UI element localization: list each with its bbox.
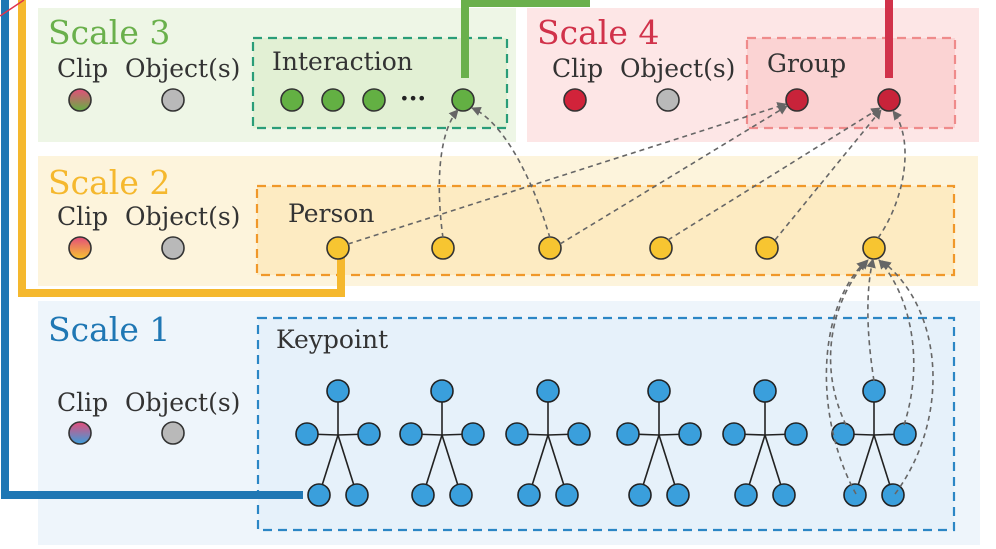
scale-4-objects-label: Object(s) bbox=[620, 54, 736, 83]
keypoint-skeleton bbox=[616, 379, 702, 507]
scale-1-objects-label: Object(s) bbox=[125, 388, 241, 417]
interaction-node bbox=[451, 88, 475, 112]
keypoint-node bbox=[307, 483, 331, 507]
keypoint-node bbox=[345, 483, 369, 507]
scale-1-clip-label: Clip bbox=[57, 388, 109, 417]
interaction-ellipsis: ··· bbox=[400, 84, 427, 113]
group-node bbox=[877, 88, 901, 112]
arrow-keypoint-to-person bbox=[866, 258, 876, 382]
scale-4-object-node bbox=[656, 88, 680, 112]
arrow-keypoint-to-person bbox=[825, 260, 867, 495]
scale-3-title: Scale 3 bbox=[48, 13, 171, 52]
person-node bbox=[862, 236, 886, 260]
scale-3-objects-label: Object(s) bbox=[125, 54, 241, 83]
scale-1-connector bbox=[1, 0, 303, 499]
scale-1-title: Scale 1 bbox=[48, 310, 171, 349]
scale-connectors bbox=[0, 0, 893, 499]
interaction-node bbox=[362, 88, 386, 112]
scale-2-clip-label: Clip bbox=[57, 202, 109, 231]
arrow-person-to-interaction bbox=[471, 107, 551, 239]
dashed-arrows bbox=[347, 102, 934, 495]
person-node bbox=[431, 236, 455, 260]
scale-3-connector bbox=[461, 0, 590, 78]
keypoint-node bbox=[517, 483, 541, 507]
keypoint-node bbox=[734, 483, 758, 507]
interaction-node bbox=[280, 88, 304, 112]
keypoint-node bbox=[449, 483, 473, 507]
keypoint-node bbox=[722, 422, 746, 446]
scale-3-clip-node bbox=[68, 88, 92, 112]
keypoint-node bbox=[555, 483, 579, 507]
arrow-person-to-group bbox=[667, 107, 881, 241]
keypoint-node bbox=[893, 422, 917, 446]
keypoint-node bbox=[784, 422, 808, 446]
arrow-keypoint-to-person bbox=[881, 260, 934, 495]
keypoint-skeleton bbox=[399, 379, 485, 507]
keypoint-node bbox=[411, 483, 435, 507]
keypoint-node bbox=[616, 422, 640, 446]
scale-2-object-node bbox=[161, 236, 185, 260]
person-node bbox=[326, 236, 350, 260]
scale-4-clip-node bbox=[563, 88, 587, 112]
group-label: Group bbox=[767, 49, 847, 78]
scale-2-title: Scale 2 bbox=[48, 163, 171, 202]
keypoint-label: Keypoint bbox=[276, 325, 389, 354]
keypoint-node bbox=[647, 379, 671, 403]
keypoint-node bbox=[881, 483, 905, 507]
arrow-person-to-group bbox=[347, 102, 787, 245]
keypoint-node bbox=[678, 422, 702, 446]
interaction-node bbox=[321, 88, 345, 112]
person-node bbox=[649, 236, 673, 260]
group-node bbox=[785, 88, 809, 112]
keypoint-node bbox=[295, 422, 319, 446]
keypoint-node bbox=[862, 379, 886, 403]
keypoint-skeleton bbox=[722, 379, 808, 507]
keypoint-node bbox=[666, 483, 690, 507]
keypoint-skeletons bbox=[295, 379, 917, 507]
scale-3-clip-label: Clip bbox=[57, 54, 109, 83]
arrow-keypoint-to-person bbox=[878, 259, 915, 426]
arrow-person-to-group bbox=[877, 110, 906, 239]
keypoint-node bbox=[753, 379, 777, 403]
scale-3-object-node bbox=[161, 88, 185, 112]
scale-1-clip-node bbox=[68, 421, 92, 445]
keypoint-node bbox=[843, 483, 867, 507]
interaction-label: Interaction bbox=[272, 47, 413, 76]
scale-2-clip-node bbox=[68, 236, 92, 260]
keypoint-node bbox=[399, 422, 423, 446]
person-group-box bbox=[255, 184, 956, 277]
keypoint-node bbox=[326, 379, 350, 403]
keypoint-node bbox=[430, 379, 454, 403]
arrow-person-to-interaction bbox=[438, 109, 459, 239]
keypoint-skeleton bbox=[505, 379, 591, 507]
keypoint-node bbox=[536, 379, 560, 403]
person-nodes bbox=[326, 236, 886, 260]
scale-4-clip-label: Clip bbox=[552, 54, 604, 83]
clip-object-nodes bbox=[68, 88, 680, 445]
scale-2-objects-label: Object(s) bbox=[125, 202, 241, 231]
scale-2-connector bbox=[18, 0, 345, 297]
scale-4-title: Scale 4 bbox=[537, 13, 660, 52]
keypoint-node bbox=[772, 483, 796, 507]
person-label: Person bbox=[288, 199, 375, 228]
person-node bbox=[538, 236, 562, 260]
scale-1-object-node bbox=[161, 421, 185, 445]
keypoint-node bbox=[357, 422, 381, 446]
keypoint-node bbox=[831, 422, 855, 446]
interaction-nodes bbox=[280, 88, 475, 112]
person-node bbox=[755, 236, 779, 260]
keypoint-node bbox=[567, 422, 591, 446]
keypoint-skeleton bbox=[295, 379, 381, 507]
group-nodes bbox=[785, 88, 901, 112]
red-corner-stroke bbox=[0, 0, 25, 17]
keypoint-node bbox=[505, 422, 529, 446]
keypoint-node bbox=[628, 483, 652, 507]
arrow-person-to-group bbox=[774, 109, 882, 241]
keypoint-node bbox=[461, 422, 485, 446]
